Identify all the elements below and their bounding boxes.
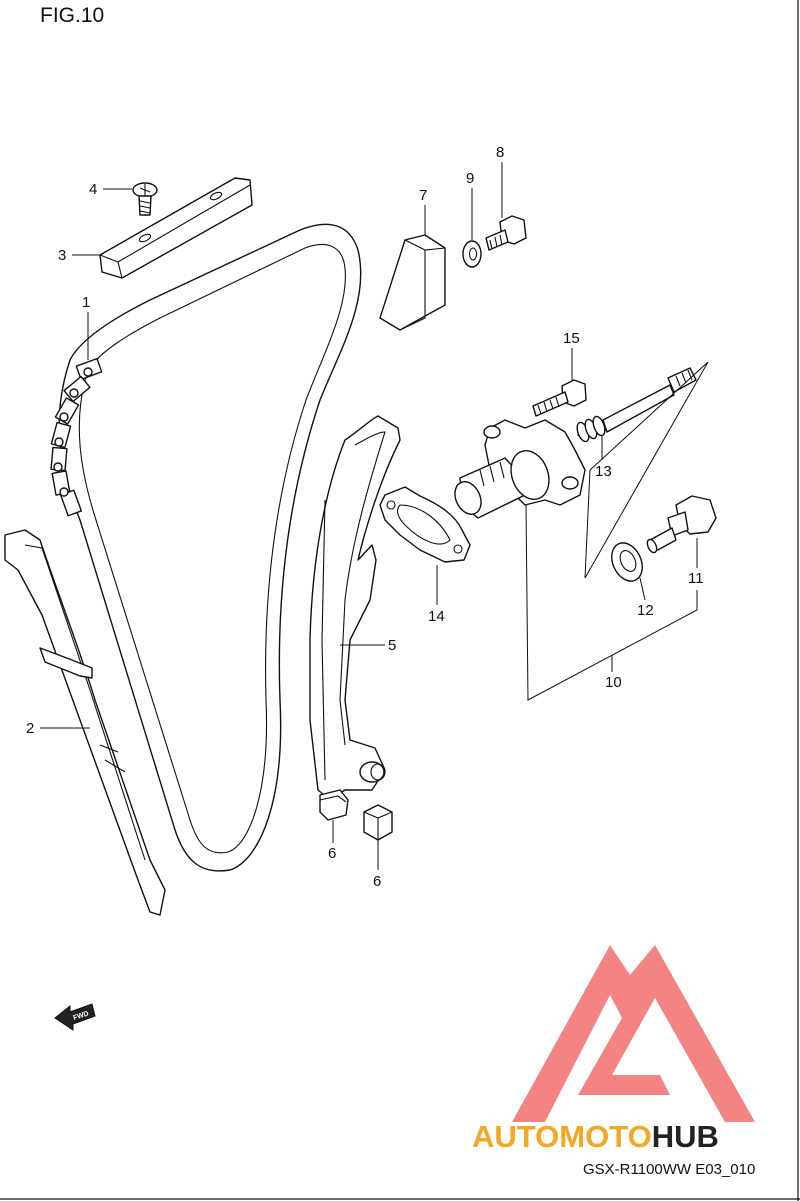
- chain-links: [50, 357, 103, 517]
- assembly-outline: [584, 361, 709, 579]
- label-6a: 6: [328, 845, 336, 862]
- spring: [576, 367, 697, 443]
- label-1: 1: [82, 294, 90, 311]
- tensioner-assembly: [454, 419, 586, 519]
- label-4: 4: [89, 181, 97, 198]
- label-7: 7: [419, 187, 427, 204]
- label-14: 14: [428, 608, 445, 625]
- gasket-ring: [611, 542, 643, 582]
- label-13: 13: [595, 463, 612, 480]
- watermark-text: AUTOMOTOHUB: [472, 1119, 719, 1154]
- chain-guide-rear: [4, 529, 166, 916]
- watermark-hub: HUB: [652, 1119, 719, 1154]
- bolt: [485, 215, 527, 251]
- cushion-a: [319, 789, 349, 821]
- label-11: 11: [688, 570, 704, 587]
- watermark-moto: MOTO: [559, 1119, 651, 1154]
- tensioner-plug: [646, 495, 717, 554]
- label-10: 10: [605, 674, 622, 691]
- label-12: 12: [637, 602, 654, 619]
- label-5: 5: [388, 637, 396, 654]
- chain-guide-block: [379, 234, 446, 331]
- tensioner-gasket: [379, 486, 471, 563]
- label-2: 2: [26, 720, 34, 737]
- tensioner-bolt: [532, 379, 587, 417]
- label-3: 3: [58, 247, 66, 264]
- watermark-logo: [512, 945, 755, 1122]
- figure-label: FIG.10: [40, 4, 104, 27]
- label-6b: 6: [373, 873, 381, 890]
- tensioner-guide: [309, 415, 401, 801]
- label-15: 15: [563, 330, 580, 347]
- fwd-arrow-text: FWD: [72, 1010, 89, 1022]
- label-9: 9: [466, 170, 474, 187]
- label-8: 8: [496, 144, 504, 161]
- footer-code: GSX-R1100WW E03_010: [583, 1161, 755, 1178]
- guide-screw: [132, 182, 158, 216]
- cam-chain: [50, 223, 362, 872]
- fwd-arrow-icon: FWD: [54, 1003, 96, 1031]
- cushion-b: [363, 804, 393, 841]
- assembly-outline-side: [584, 469, 591, 579]
- chain-guide-top: [99, 177, 253, 279]
- part-numbers: 1 2 3 4 5 6 6 7 8 9 10 11 12 13 14 15: [26, 144, 704, 890]
- watermark-auto: AUTO: [472, 1119, 559, 1154]
- washer: [462, 240, 482, 268]
- leader-lines: [40, 162, 698, 870]
